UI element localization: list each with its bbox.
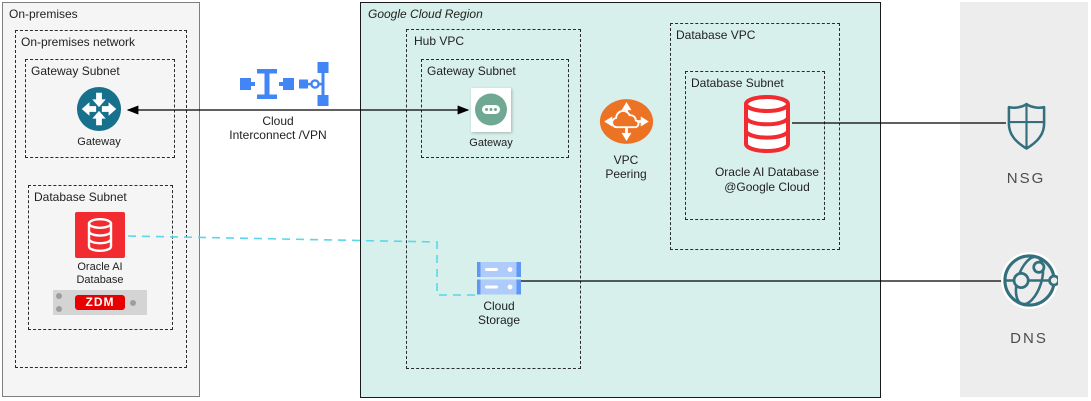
onprem-database-subnet-label: Database Subnet bbox=[34, 190, 127, 204]
onprem-network-label: On-premises network bbox=[21, 35, 136, 49]
gcp-region-panel bbox=[360, 2, 881, 398]
hub-gateway-subnet-label: Gateway Subnet bbox=[427, 64, 516, 78]
zdm-dot bbox=[56, 293, 62, 299]
vpc-peering-icon bbox=[598, 97, 655, 146]
gcp-oracle-db-icon bbox=[742, 95, 792, 153]
cloud-interconnect-icon bbox=[240, 69, 294, 99]
database-subnet-label: Database Subnet bbox=[691, 76, 784, 90]
onprem-panel bbox=[2, 2, 200, 397]
nsg-label: NSG bbox=[1006, 170, 1046, 187]
gcp-oracle-db-label: Oracle AI Database @Google Cloud bbox=[714, 165, 820, 194]
zdm-dot bbox=[130, 300, 136, 306]
vpn-icon bbox=[299, 62, 329, 106]
database-vpc-label: Database VPC bbox=[676, 28, 756, 42]
cloud-interconnect-vpn-label: Cloud Interconnect /VPN bbox=[229, 114, 327, 142]
onprem-title: On-premises bbox=[9, 7, 78, 21]
zdm-server-icon: ZDM bbox=[53, 290, 147, 315]
dns-globe-icon bbox=[1001, 252, 1060, 309]
gcp-region-label: Google Cloud Region bbox=[368, 7, 483, 21]
database-vpc-box bbox=[670, 23, 840, 250]
onprem-network-box bbox=[15, 30, 187, 368]
onprem-gateway-router-icon bbox=[76, 86, 122, 132]
cloud-storage-label: Cloud Storage bbox=[477, 299, 521, 327]
hub-vpc-box bbox=[406, 29, 581, 369]
cloud-storage-icon bbox=[477, 262, 521, 296]
database-subnet-box bbox=[685, 71, 825, 220]
onprem-gateway-subnet-label: Gateway Subnet bbox=[31, 64, 120, 78]
external-services-panel bbox=[960, 2, 1088, 397]
vpc-peering-label: VPC Peering bbox=[605, 153, 647, 181]
onprem-gateway-label: Gateway bbox=[77, 136, 121, 148]
hub-vpc-label: Hub VPC bbox=[414, 34, 465, 48]
nsg-shield-icon bbox=[1005, 101, 1048, 152]
hub-gateway-label: Gateway bbox=[469, 137, 513, 149]
zdm-dot bbox=[56, 306, 62, 312]
onprem-oracle-db-icon bbox=[75, 212, 125, 258]
zdm-badge: ZDM bbox=[75, 295, 125, 310]
onprem-oracle-db-label: Oracle AI Database bbox=[76, 261, 124, 286]
dns-label: DNS bbox=[1010, 330, 1048, 347]
hub-gateway-icon bbox=[471, 88, 511, 132]
